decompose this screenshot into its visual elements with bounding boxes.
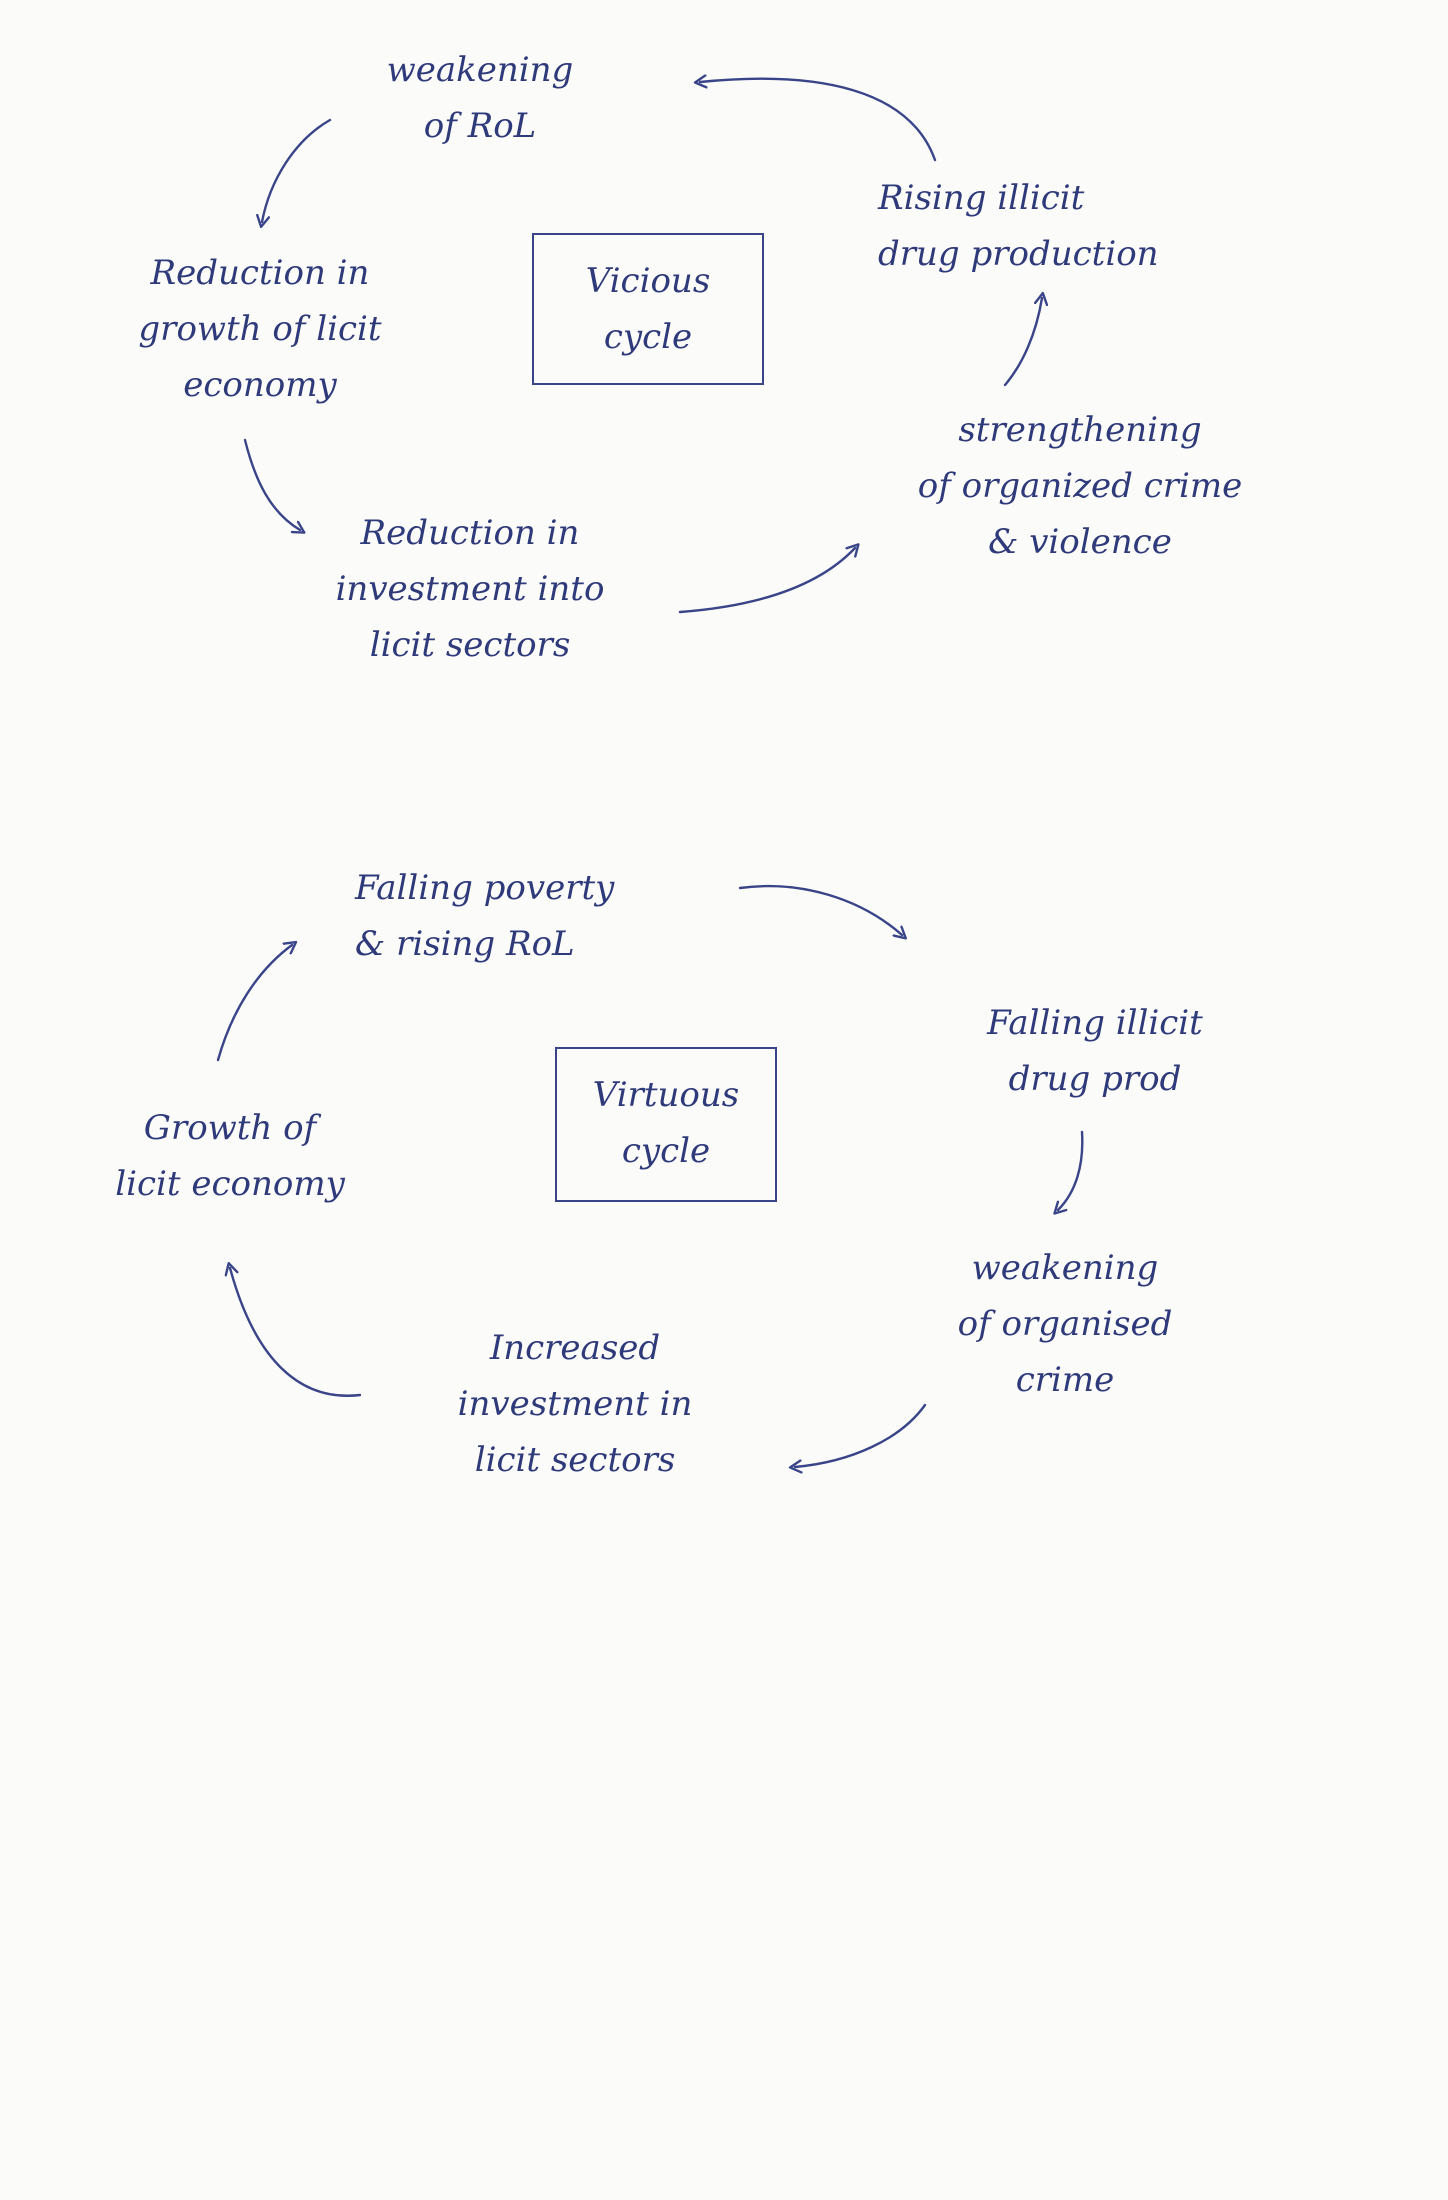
vicious-cycle-box: Vicious cycle [532,233,764,385]
node-growth-licit: Growth of licit economy [115,1108,345,1204]
node-weakening-rol: weakening of RoL [386,50,574,146]
node-falling-illicit: Falling illicit drug prod [987,1003,1203,1099]
arrow-falling-illicit-to-weakening-crime [1058,1130,1084,1210]
virtuous-cycle-box: Virtuous cycle [555,1047,777,1202]
node-strengthening-crime: strengthening of organized crime & viole… [917,410,1243,562]
node-increased-investment: Increased investment in licit sectors [457,1328,693,1480]
virtuous-cycle-label-line-1: Virtuous [592,1075,740,1115]
node-falling-poverty: Falling poverty & rising RoL [355,868,615,964]
vicious-cycle-label-line-1: Vicious [585,261,711,301]
vicious-cycle-label-line-2: cycle [603,317,693,357]
arrow-reduction-growth-to-investment [243,438,300,530]
arrow-rising-to-weakening [700,79,937,162]
arrow-strengthening-to-rising [1003,298,1042,387]
arrow-weakening-to-reduction-growth [262,118,332,222]
arrow-growth-to-poverty [216,945,292,1062]
virtuous-cycle-label-line-2: cycle [621,1131,711,1171]
node-weakening-crime: weakening of organised crime [957,1248,1173,1400]
node-reduction-investment: Reduction in investment into licit secto… [335,513,605,665]
arrow-investment-to-strengthening [678,548,855,614]
arrow-investment-to-growth [230,1268,362,1397]
node-rising-illicit: Rising illicit drug production [878,178,1159,274]
arrow-weakening-crime-to-investment [795,1403,927,1467]
node-reduction-growth: Reduction in growth of licit economy [138,253,382,405]
arrow-poverty-to-falling-illicit [738,884,902,935]
